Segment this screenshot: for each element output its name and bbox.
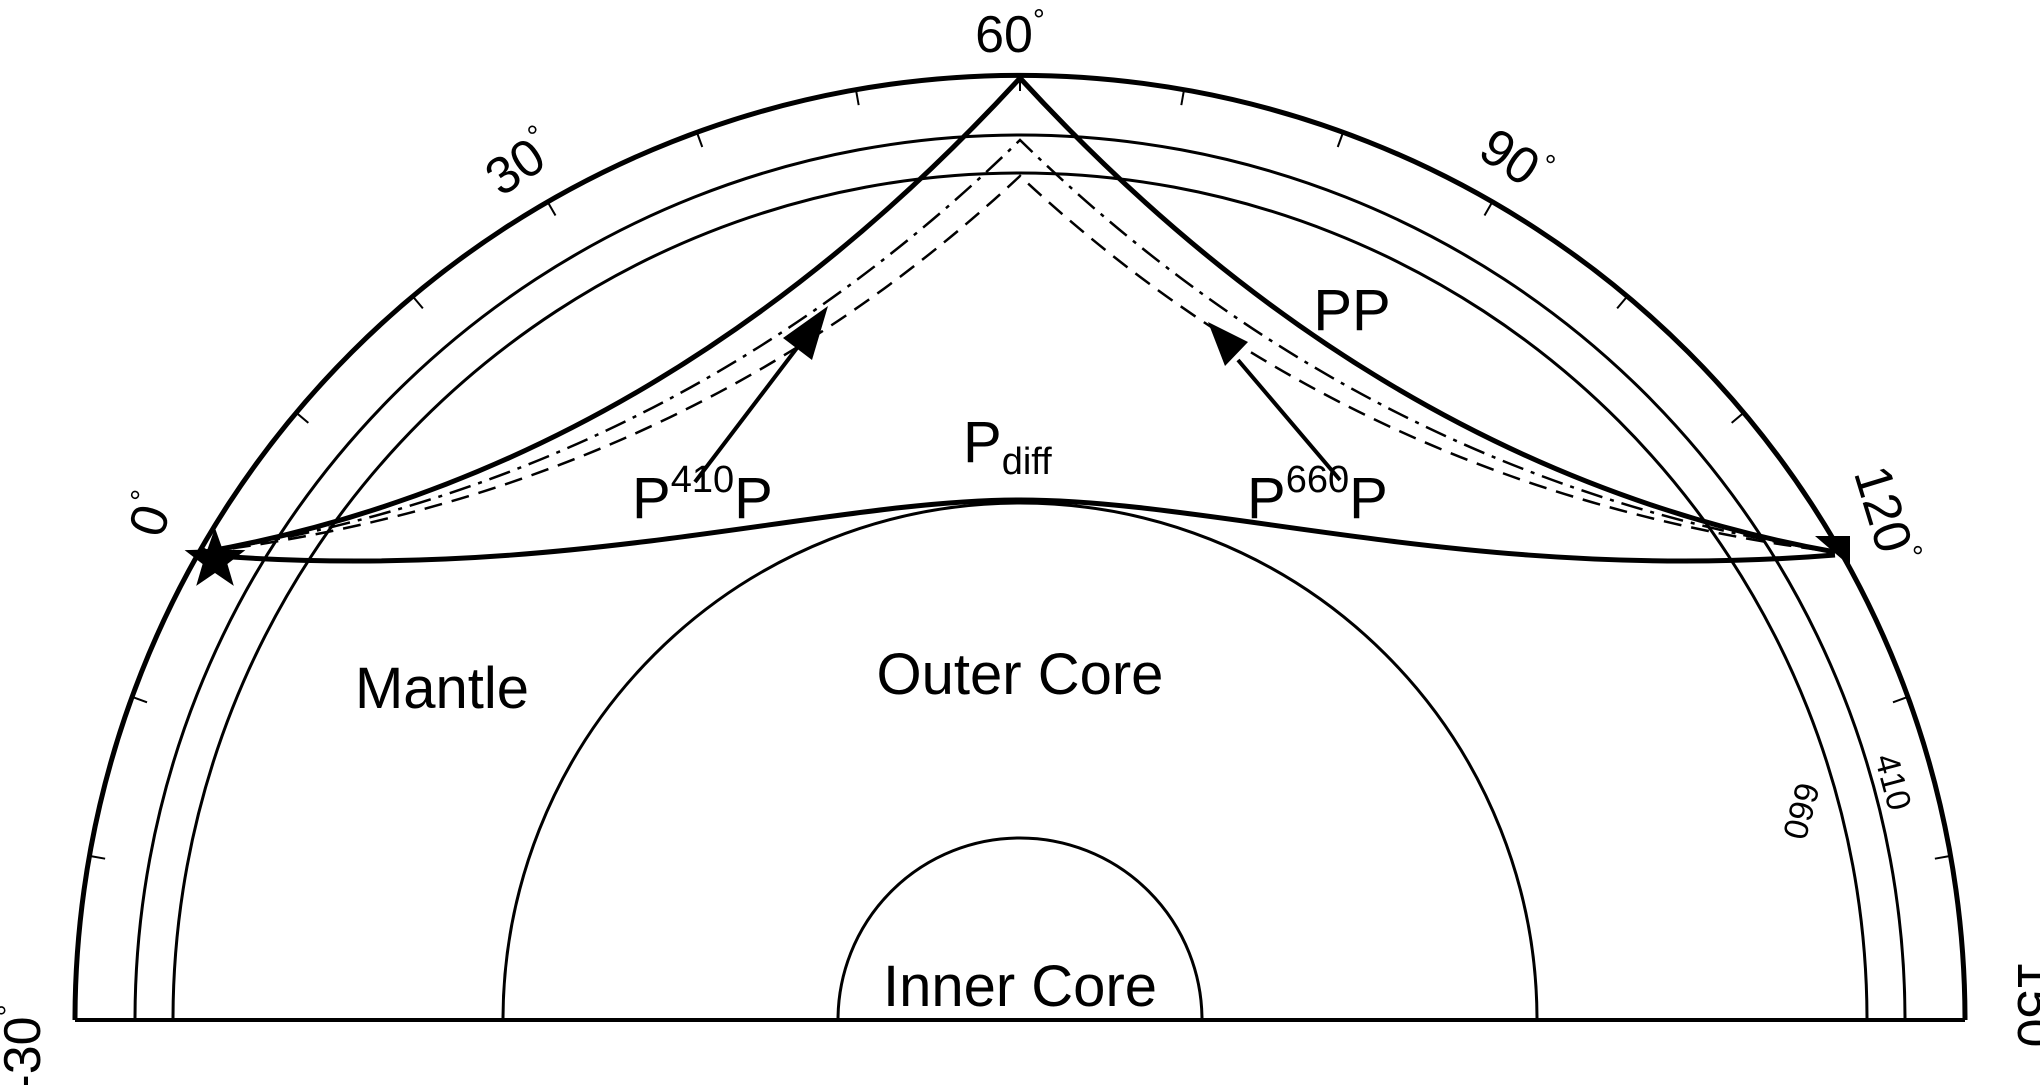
angle-tick (131, 695, 148, 704)
region-label-outer-core: Outer Core (877, 642, 1164, 707)
angle-tick (1336, 131, 1345, 148)
angle-tick (1180, 89, 1186, 106)
p410p-pointer-line (693, 338, 805, 484)
receiver-triangle-icon (1815, 536, 1850, 566)
inner-core-boundary (836, 836, 1204, 1021)
p660p-pointer-line (1236, 358, 1342, 482)
region-label-mantle: Mantle (355, 656, 529, 721)
angle-label-120: 120° (1842, 459, 1928, 571)
angle-tick (546, 201, 557, 216)
pp-ray-path (204, 74, 1836, 555)
angle-label-90: 90° (1469, 116, 1560, 205)
angle-tick (1934, 854, 1951, 860)
phase-label-p410p: P410P (632, 459, 773, 531)
phase-label-pp: PP (1313, 278, 1390, 343)
angle-tick (1892, 695, 1909, 704)
phase-label-p660p: P660P (1247, 459, 1388, 531)
angle-label-60: 60° (975, 4, 1045, 64)
angle-tick (695, 131, 704, 148)
angle-label-minus30: -30° (0, 1004, 52, 1085)
discontinuity-410-boundary (133, 133, 1907, 1021)
angle-tick (295, 411, 309, 424)
angle-tick (854, 89, 860, 106)
angle-tick (411, 295, 424, 309)
core-mantle-boundary (501, 501, 1539, 1021)
angle-tick (89, 854, 106, 860)
discontinuity-660-boundary (171, 171, 1869, 1021)
region-label-inner-core: Inner Core (883, 954, 1157, 1019)
discontinuity-label-660: 660 (1775, 779, 1826, 844)
angle-label-30: 30° (474, 119, 565, 208)
angle-label-0: 0° (116, 486, 185, 543)
angle-label-150: 150° (2006, 961, 2040, 1060)
earth-surface-boundary (72, 72, 1968, 1021)
angle-tick (1731, 411, 1745, 424)
p410p-ray-path (204, 138, 1836, 554)
p660p-arrowhead (1208, 322, 1248, 366)
phase-label-pdiff: Pdiff (963, 410, 1052, 483)
angle-tick (1483, 201, 1494, 216)
p410p-arrowhead (783, 306, 828, 360)
p660p-ray-path (204, 174, 1836, 554)
source-star-icon (184, 528, 246, 586)
discontinuity-label-410: 410 (1867, 750, 1918, 815)
angle-tick (1616, 295, 1629, 309)
pdiff-ray-path (204, 497, 1836, 564)
